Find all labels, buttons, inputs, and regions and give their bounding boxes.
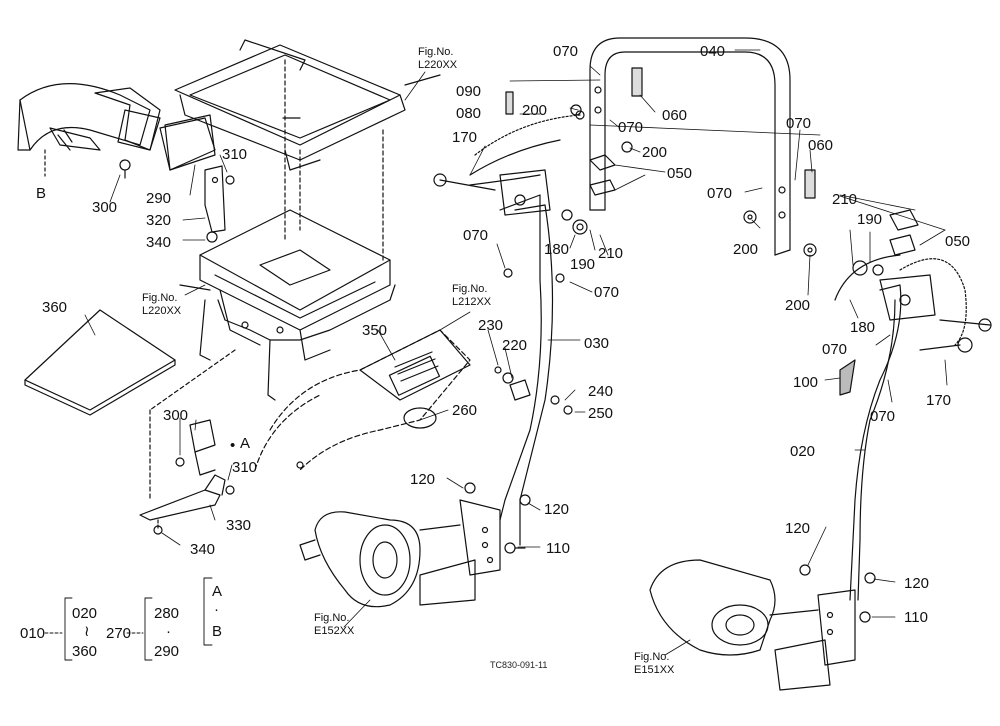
seat-frame-lower-illustration [179, 209, 396, 401]
part-label-340: 340 [146, 234, 172, 251]
part-label-310: 310 [232, 459, 258, 476]
part-label-070: 070 [822, 341, 848, 358]
part-label-300: 300 [163, 407, 189, 424]
part-label-A: A [212, 583, 223, 600]
part-label-290: 290 [154, 643, 180, 660]
part-label-110: 110 [904, 609, 928, 626]
figure-reference-l220xx: Fig.No.L220XX [418, 46, 458, 71]
figure-reference-e151xx: Fig.No.E151XX [634, 651, 675, 676]
part-label-310: 310 [222, 146, 248, 163]
part-label-070: 070 [553, 43, 579, 60]
rops-upper-frame-040 [505, 37, 816, 256]
part-label-340: 340 [190, 541, 216, 558]
part-label-200: 200 [642, 144, 668, 161]
part-label-210: 210 [832, 191, 858, 208]
part-label-B: B [36, 185, 47, 202]
part-label-230: 230 [478, 317, 504, 334]
belt-bracket-320 [204, 165, 226, 233]
tilde-range: ≀ [84, 623, 90, 640]
part-label-040: 040 [700, 43, 726, 60]
part-label-190: 190 [857, 211, 883, 228]
part-label-110: 110 [546, 540, 570, 557]
part-label-270: 270 [106, 625, 132, 642]
fasteners-illustration [464, 104, 919, 623]
kit-brackets [44, 577, 213, 661]
part-label-200: 200 [733, 241, 759, 258]
part-label-320: 320 [146, 212, 172, 229]
part-label-240: 240 [588, 383, 614, 400]
part-label-290: 290 [146, 190, 172, 207]
part-label-020: 020 [790, 443, 816, 460]
part-label-180: 180 [850, 319, 876, 336]
transmission-left-illustration [299, 511, 461, 608]
transmission-right-illustration [649, 559, 819, 656]
seat-frame-upper-illustration [174, 39, 441, 261]
part-label-050: 050 [945, 233, 971, 250]
part-label-280: 280 [154, 605, 180, 622]
part-label-190: 190 [570, 256, 596, 273]
part-label-080: 080 [456, 105, 482, 122]
rops-right-post-020 [774, 274, 936, 691]
bullet: · [214, 601, 219, 618]
part-label-010: 010 [20, 625, 46, 642]
part-label-060: 060 [662, 107, 688, 124]
part-label-350: 350 [362, 322, 388, 339]
part-label-070: 070 [870, 408, 896, 425]
drawing-code: TC830-091-11 [490, 660, 548, 670]
leader-lines [84, 49, 948, 656]
part-label-170: 170 [926, 392, 952, 409]
part-label-260: 260 [452, 402, 478, 419]
part-label-070: 070 [618, 119, 644, 136]
part-label-250: 250 [588, 405, 614, 422]
part-label-200: 200 [785, 297, 811, 314]
figure-reference-e152xx: Fig.No.E152XX [314, 612, 355, 637]
part-label-330: 330 [226, 517, 252, 534]
bullet: · [166, 623, 171, 640]
figure-reference-l220xx: Fig.No.L220XX [142, 292, 182, 317]
step-fender-illustration [254, 329, 471, 471]
part-label-180: 180 [544, 241, 570, 258]
part-label-120: 120 [410, 471, 436, 488]
part-label-120: 120 [785, 520, 811, 537]
part-label-020: 020 [72, 605, 98, 622]
part-label-070: 070 [786, 115, 812, 132]
belt-buckle-lower-illustration [139, 349, 236, 535]
part-label-050: 050 [667, 165, 693, 182]
part-label-030: 030 [584, 335, 610, 352]
pins-illustration [433, 110, 992, 353]
belt-plate-290 [164, 114, 216, 171]
part-label-170: 170 [452, 129, 478, 146]
bullet: • [230, 437, 236, 454]
part-label-B: B [212, 623, 223, 640]
part-label-210: 210 [598, 245, 624, 262]
part-label-120: 120 [904, 575, 930, 592]
part-label-360: 360 [42, 299, 68, 316]
rops-left-post-030 [419, 169, 554, 606]
part-label-100: 100 [793, 374, 819, 391]
part-label-090: 090 [456, 83, 482, 100]
part-label-A: A [240, 435, 251, 452]
figure-reference-l212xx: Fig.No.L212XX [452, 283, 492, 308]
part-label-300: 300 [92, 199, 118, 216]
part-label-120: 120 [544, 501, 570, 518]
part-label-200: 200 [522, 102, 548, 119]
part-label-070: 070 [594, 284, 620, 301]
part-label-070: 070 [707, 185, 733, 202]
part-label-360: 360 [72, 643, 98, 660]
seat-belt-illustration [17, 83, 216, 177]
part-label-060: 060 [808, 137, 834, 154]
part-label-070: 070 [463, 227, 489, 244]
part-label-220: 220 [502, 337, 528, 354]
